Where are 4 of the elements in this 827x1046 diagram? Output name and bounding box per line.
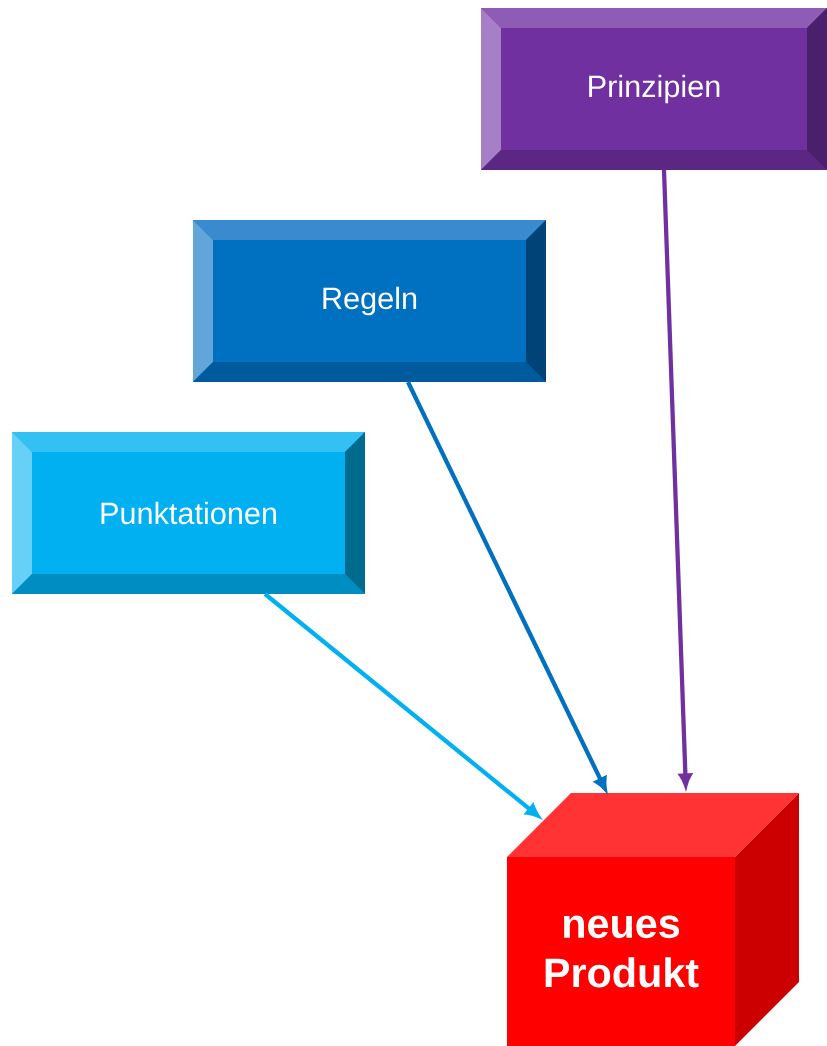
bevelled-box: Prinzipien bbox=[481, 8, 827, 170]
bevelled-box: Punktationen bbox=[12, 432, 365, 594]
bevelled-box: Regeln bbox=[193, 220, 546, 382]
cube: neues Produkt bbox=[507, 793, 799, 1046]
